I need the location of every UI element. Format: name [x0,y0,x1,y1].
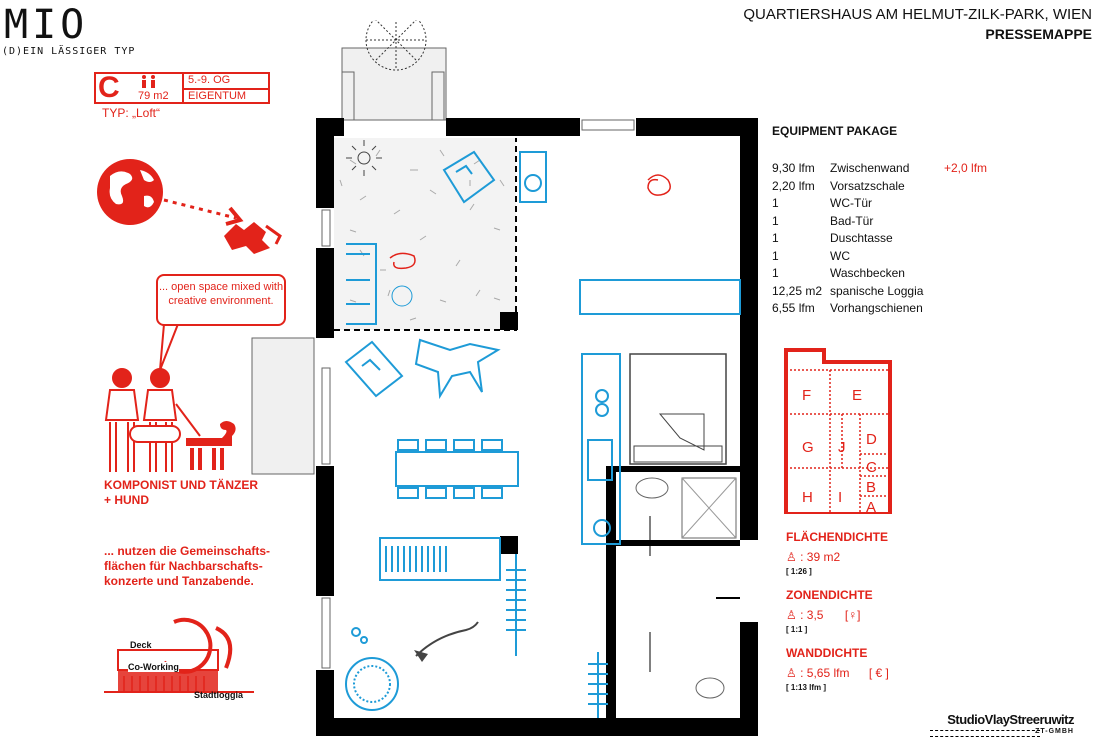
deck-label: Deck [130,640,152,650]
equipment-title: EQUIPMENT PAKAGE [772,124,898,138]
studio-underline [930,730,1040,737]
svg-text:H: H [802,489,813,506]
floor-plan [251,20,758,736]
speech-bubble: ... open space mixed with creative envir… [156,274,286,326]
building-section-diagram [104,617,254,693]
type-area: 79 m2 [138,90,169,102]
wanddichte-symbol: [ € ] [868,666,889,680]
project-title: QUARTIERSHAUS AM HELMUT-ZILK-PARK, WIEN [743,6,1092,23]
type-ownership: EIGENTUM [188,90,247,102]
person-icon: ♙ [786,666,797,680]
stadtloggia-label: Stadtloggia [194,690,243,700]
wanddichte-ratio: [ 1:13 lfm ] [786,683,827,692]
wanddichte-title: WANDDICHTE [786,646,868,660]
type-label: TYP: „Loft“ [102,106,161,120]
map-region-icon [224,222,270,254]
persons-icon [142,75,155,88]
brand-tagline: (D)EIN LÄSSIGER TYP [2,46,136,57]
zonendichte-ratio: [ 1:1 ] [786,625,808,634]
person-icon: ♙ [786,550,797,564]
flaechendichte-ratio: [ 1:26 ] [786,567,812,576]
coworking-label: Co-Working [128,662,179,672]
globe-illustration [97,159,282,254]
zonendichte-value: ♙ : 3,5 [♀] [786,608,861,622]
svg-text:J: J [838,439,846,456]
studio-suffix: ZT-GMBH [1035,728,1074,735]
svg-text:G: G [802,439,814,456]
open-space-area [334,138,516,330]
wanddichte-value: ♙ : 5,65 lfm [ € ] [786,666,889,680]
zonendichte-symbol: [♀] [844,608,861,622]
studio-logo: StudioVlayStreeruwitz [947,712,1074,727]
type-box: C 79 m2 5.-9. OG EIGENTUM [94,71,270,104]
project-subtitle: PRESSEMAPPE [985,26,1092,42]
persons-label: KOMPONIST UND TÄNZER + HUND [104,478,258,507]
usage-description: ... nutzen die Gemeinschafts- flächen fü… [104,544,271,588]
svg-text:D: D [866,431,877,448]
zonendichte-title: ZONENDICHTE [786,588,873,602]
flaechendichte-title: FLÄCHENDICHTE [786,530,888,544]
zone-grid-diagram: F E G J D C H I B A [784,348,892,514]
svg-text:F: F [802,387,811,404]
globe-icon [97,159,163,225]
svg-text:C: C [866,459,877,476]
type-letter: C [98,71,120,104]
type-floors: 5.-9. OG [188,74,231,86]
person-icon: ♙ [786,608,797,622]
svg-text:A: A [866,499,876,514]
svg-text:E: E [852,387,862,404]
svg-text:I: I [838,489,842,506]
flaechendichte-value: ♙ : 39 m2 [786,550,841,564]
brand-logo: MIO [4,2,89,48]
svg-text:B: B [866,479,876,496]
people-dog-illustration [104,368,236,472]
